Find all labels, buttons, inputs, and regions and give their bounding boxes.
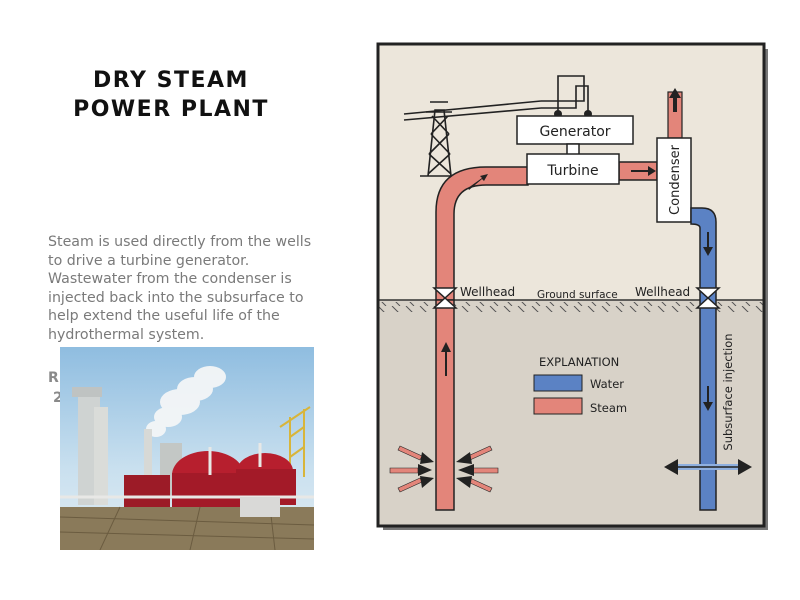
partial-text: 2 [53, 390, 63, 406]
generator-label: Generator [539, 124, 610, 140]
steam-well [435, 299, 455, 511]
legend-swatch-water [533, 374, 583, 392]
subsurface-injection-label: Subsurface injection [721, 333, 735, 450]
condenser-box [656, 137, 692, 223]
legend-title: EXPLANATION [539, 355, 619, 369]
wellhead-left-label: Wellhead [460, 285, 515, 299]
diagram-frame [376, 42, 766, 528]
partial-text: R [48, 370, 59, 386]
title-line-1: DRY STEAM [93, 68, 249, 93]
turbine-box [526, 153, 620, 185]
description-line: injected back into the subsurface to [48, 289, 304, 306]
ground-surface-label: Ground surface [537, 289, 618, 301]
geothermal-plant-photo [60, 347, 314, 550]
reservoir-inflow-arrows-icon [389, 445, 499, 493]
injection-outflow-arrows-icon [664, 459, 752, 475]
generator-box [516, 115, 634, 145]
description-line: help extend the useful life of the [48, 308, 280, 325]
wellhead-valve-left [432, 287, 458, 309]
description-line: Steam is used directly from the wells [48, 234, 312, 250]
condenser-label: Condenser [668, 144, 683, 215]
wellhead-right-label: Wellhead [635, 285, 690, 299]
title-line-2: POWER PLANT [73, 97, 269, 122]
legend-swatch-steam [533, 397, 583, 415]
slide-title: DRY STEAM POWER PLANT [40, 66, 302, 124]
ground-hatch [378, 302, 764, 312]
description-line: hydrothermal system. [48, 326, 205, 343]
description-line: Wastewater from the condenser is [48, 271, 292, 288]
water-pipe [690, 207, 717, 511]
geothermal-diagram: Generator Turbine Condenser Wellhead Gro… [376, 42, 768, 530]
wellhead-valve-right [695, 287, 721, 309]
generator-wires [541, 75, 589, 116]
description-line: to drive a turbine generator. [48, 252, 250, 269]
legend-label-water: Water [590, 377, 624, 391]
slide-description: Steam is used directly from the wells to… [48, 233, 348, 345]
turbine-label: Turbine [546, 163, 598, 179]
legend-label-steam: Steam [590, 401, 627, 415]
